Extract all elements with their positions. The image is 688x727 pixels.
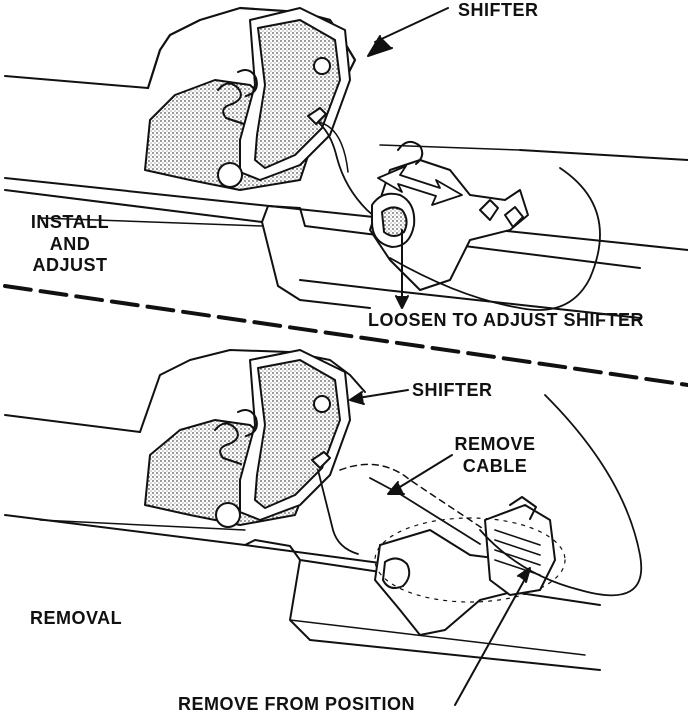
remove-cable-line-1: REMOVE <box>454 434 536 454</box>
floor-edge-line <box>4 75 149 89</box>
shifter-leader-line <box>374 7 449 43</box>
loosen-label: LOOSEN TO ADJUST SHIFTER <box>368 310 645 330</box>
install-adjust-label: INSTALL AND ADJUST <box>22 212 118 277</box>
remove-position-leader-line <box>454 569 531 706</box>
remove-cable-leader-line <box>394 454 453 491</box>
removal-label: REMOVAL <box>30 608 123 628</box>
remove-cable-line-2: CABLE <box>462 455 528 476</box>
floor-pan-line <box>4 177 688 251</box>
remove-cable-label: REMOVE CABLE <box>440 434 550 477</box>
shifter-pivot-bolt <box>217 162 243 188</box>
cable-bracket <box>369 159 529 291</box>
top-panel-illustration <box>3 6 688 387</box>
shifter-label-top: SHIFTER <box>458 0 539 20</box>
remove-from-position-label: REMOVE FROM POSITION <box>178 694 416 714</box>
panel-divider-dashed-line <box>3 284 688 387</box>
cable-bracket-bottom <box>374 529 521 636</box>
long-cable-loop <box>389 167 601 311</box>
shifter-leader-line-bottom <box>357 389 409 399</box>
shifter-label-bottom: SHIFTER <box>412 380 493 400</box>
cable-clip <box>484 504 556 596</box>
tunnel-bottom-line-bottom <box>289 559 601 671</box>
install-adjust-line-2: AND <box>49 233 91 254</box>
bottom-panel-illustration <box>4 349 643 706</box>
install-adjust-line-1: INSTALL <box>30 212 110 232</box>
shifter-pivot-hole <box>313 57 331 75</box>
install-adjust-line-3: ADJUST <box>32 255 108 276</box>
adjust-direction-arrow <box>377 165 463 206</box>
